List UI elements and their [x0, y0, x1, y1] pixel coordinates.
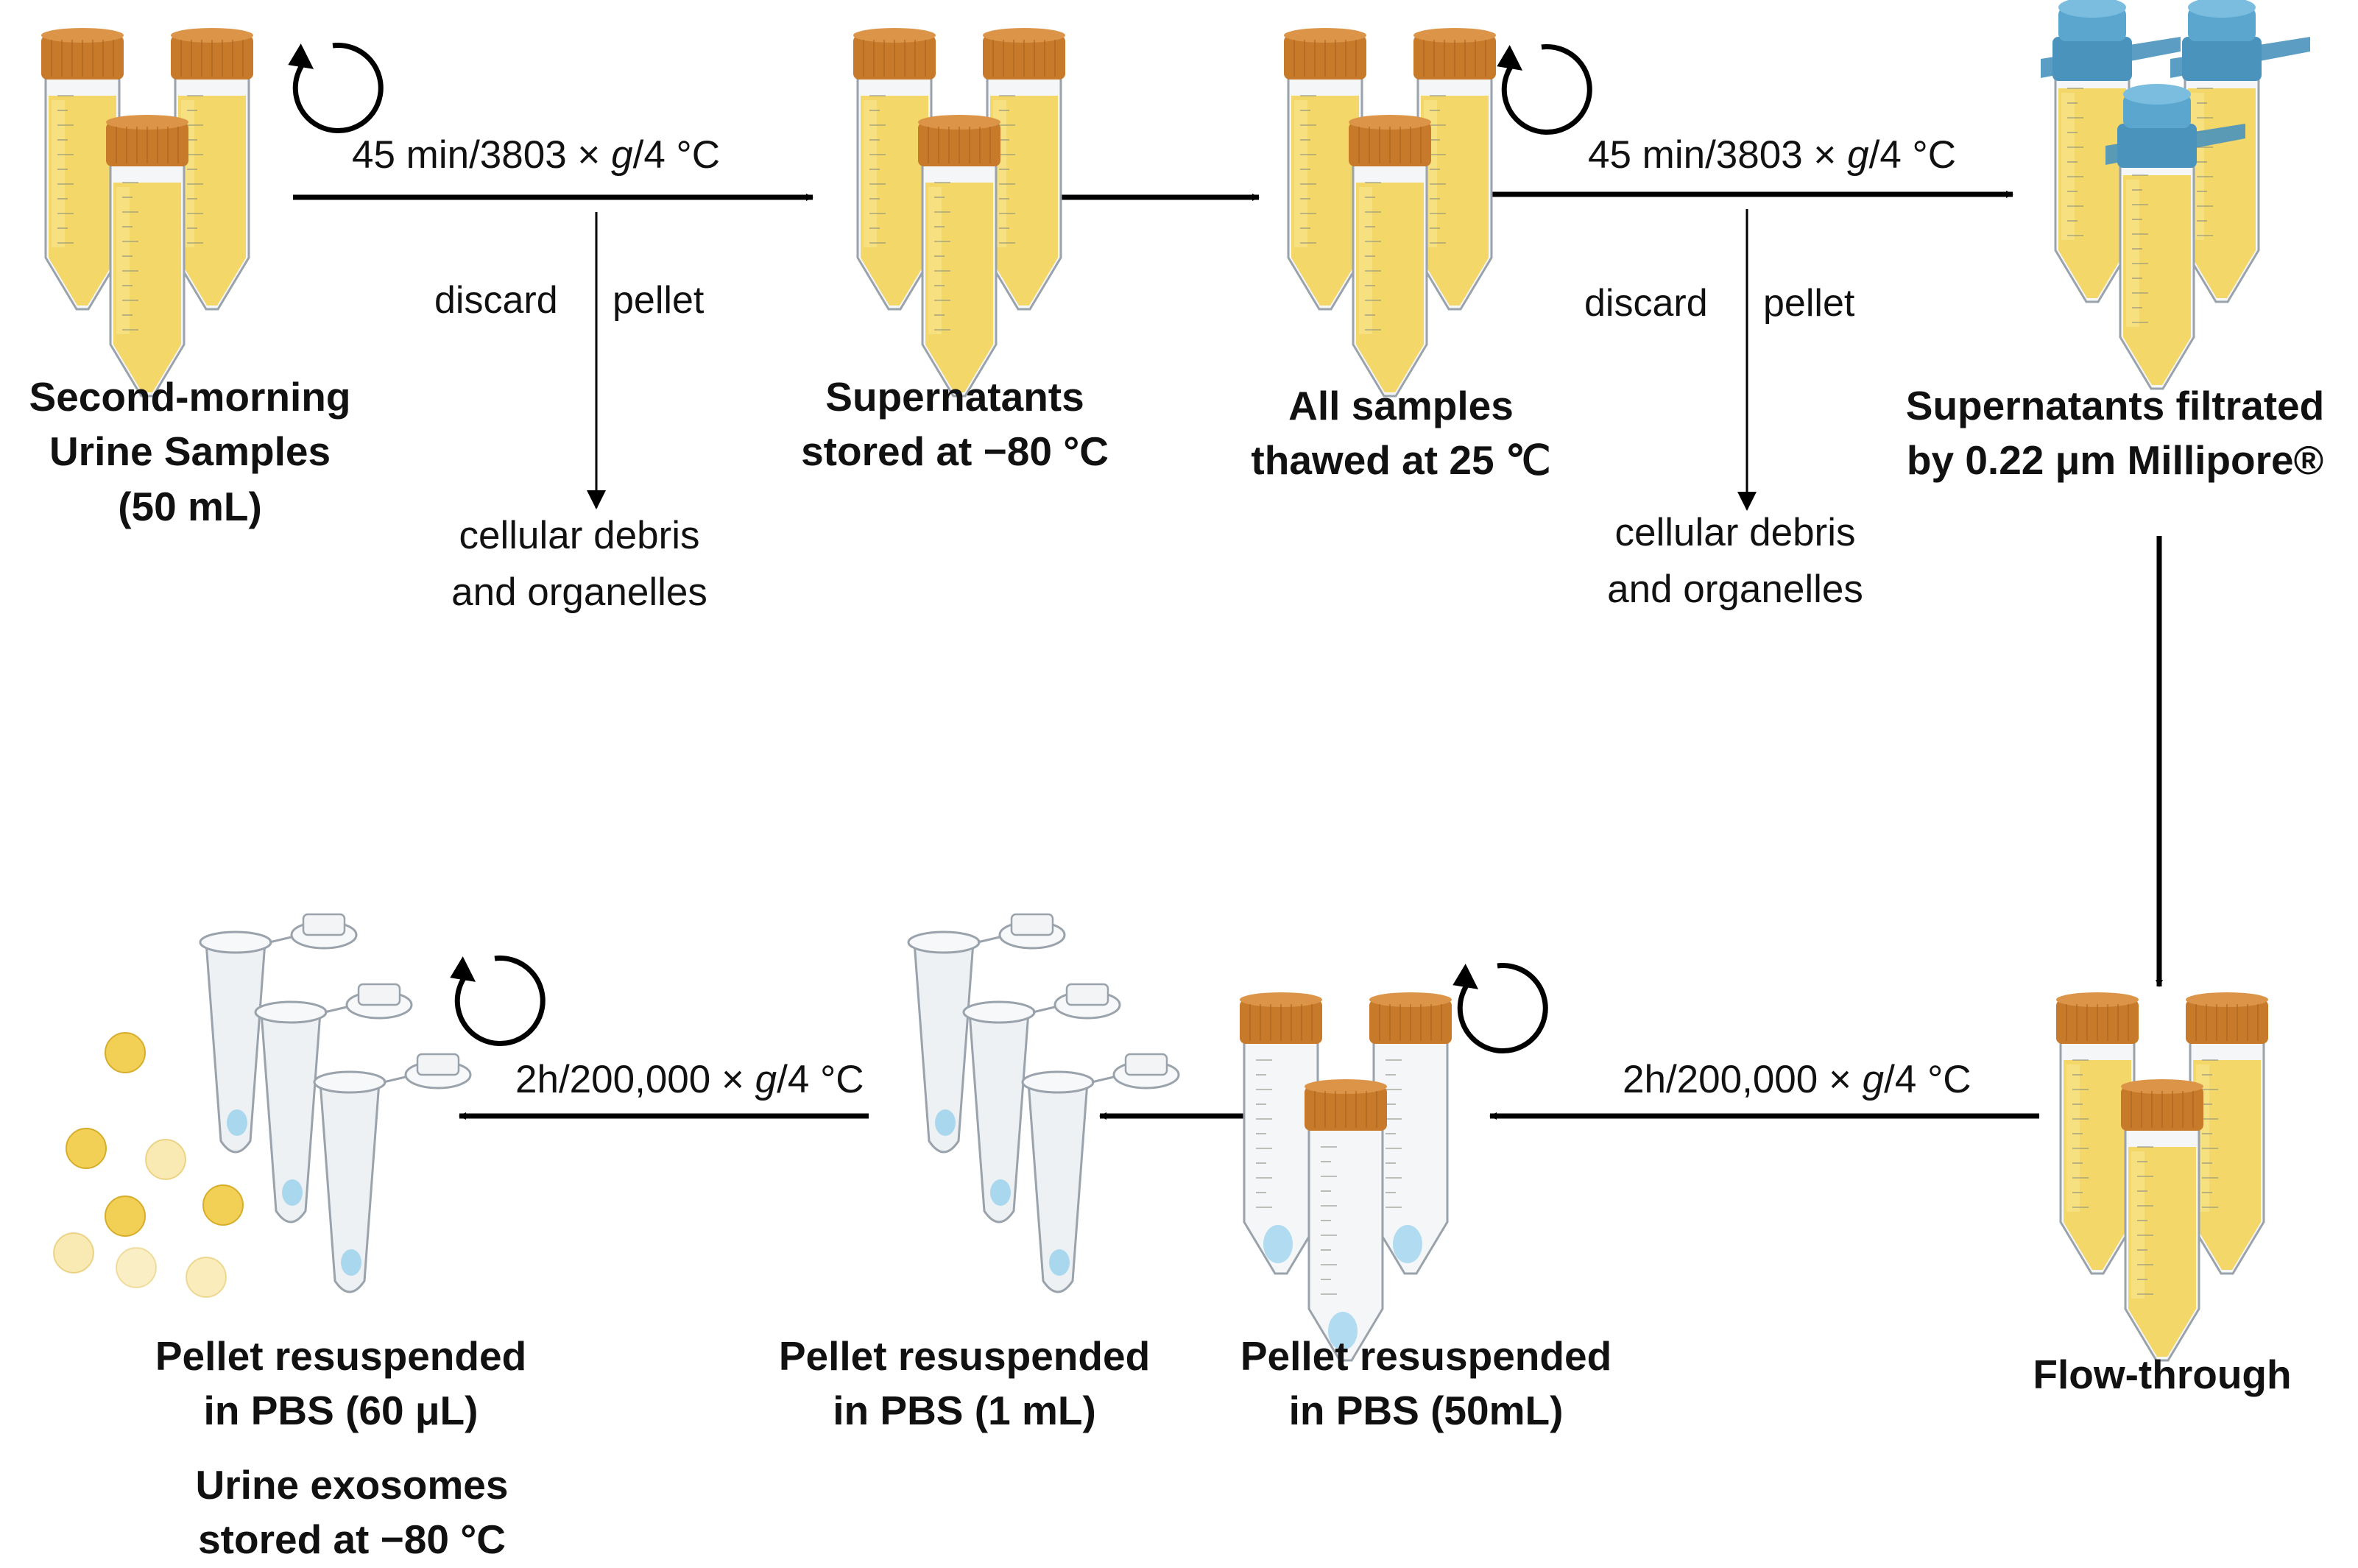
centrifuge-rotation-icon [288, 43, 384, 134]
microcentrifuge-tube-icon [962, 983, 1121, 1223]
centrifuge-rotation-icon [1497, 44, 1592, 135]
centrifuge-rotation-icon [1452, 963, 1548, 1054]
step-label-pbs-50ml: Pellet resuspended in PBS (50mL) [1240, 1333, 1612, 1434]
step-label-thawed: All samples thawed at 25 ℃ [1251, 383, 1551, 484]
conical-tube-icon [853, 28, 936, 311]
filter-tube-icon [2041, 0, 2181, 303]
exosome-vesicle-icon [116, 1247, 157, 1288]
discard-label-1: discard [434, 279, 558, 322]
conical-tube-icon [1284, 28, 1366, 311]
exosome-vesicle-icon [53, 1232, 94, 1274]
step-label-stored: Supernatants stored at −80 °C [801, 374, 1109, 475]
step-label-pbs-1ml: Pellet resuspended in PBS (1 mL) [778, 1333, 1151, 1434]
debris-label-2: cellular debris and organelles [1607, 511, 1863, 611]
microcentrifuge-tube-icon [199, 913, 358, 1154]
centrifuge-rotation-icon [450, 956, 546, 1047]
step-label-filtered: Supernatants filtrated by 0.22 μm Millip… [1905, 383, 2325, 484]
conical-tube-icon [1305, 1079, 1387, 1362]
spin-condition-2: 45 min/3803 × g/4 °C [1588, 133, 1956, 177]
conical-tube-icon [2056, 992, 2139, 1275]
rotation-icons [288, 43, 1592, 1054]
exosome-vesicle-icon [202, 1184, 244, 1226]
microcentrifuge-tube-icon [1021, 1053, 1180, 1293]
spin-condition-3: 2h/200,000 × g/4 °C [1623, 1058, 1972, 1101]
exosome-vesicle-icon [105, 1032, 146, 1073]
step-label-flow-through: Flow-through [2033, 1352, 2292, 1397]
conical-tube-icon [106, 115, 188, 398]
conical-tube-icon [1240, 992, 1322, 1275]
conical-tube-icon [41, 28, 124, 311]
exosome-vesicle-icon [66, 1128, 107, 1169]
conical-tube-icon [918, 115, 1000, 398]
filter-tube-icon [2170, 0, 2310, 303]
conical-tube-icon [1369, 992, 1452, 1275]
microcentrifuge-tube-icon [907, 913, 1066, 1154]
process-arrows [293, 191, 2163, 1120]
exosome-vesicle-icon [105, 1196, 146, 1237]
microcentrifuge-tube-icon [254, 983, 413, 1223]
spin-condition-1: 45 min/3803 × g/4 °C [352, 133, 720, 177]
microcentrifuge-tube-icon [313, 1053, 472, 1293]
discard-label-2: discard [1584, 282, 1708, 325]
filter-tube-icon [2105, 84, 2245, 390]
pellet-label-1: pellet [613, 279, 705, 322]
conical-tube-icon [2121, 1079, 2203, 1362]
tube-illustrations [41, 0, 2310, 1362]
exosome-vesicle-icon [186, 1257, 227, 1298]
pellet-label-2: pellet [1763, 282, 1855, 325]
exosome-vesicle-icon [145, 1139, 186, 1180]
conical-tube-icon [1349, 115, 1431, 398]
spin-condition-4: 2h/200,000 × g/4 °C [515, 1058, 864, 1101]
debris-label-1: cellular debris and organelles [451, 514, 707, 614]
step-label-exosomes: Urine exosomes stored at −80 °C [195, 1462, 509, 1563]
step-label-pbs-60ul: Pellet resuspended in PBS (60 μL) [155, 1333, 527, 1434]
exosome-vesicles [53, 1032, 244, 1298]
step-label-urine: Second-morning Urine Samples (50 mL) [29, 374, 351, 529]
